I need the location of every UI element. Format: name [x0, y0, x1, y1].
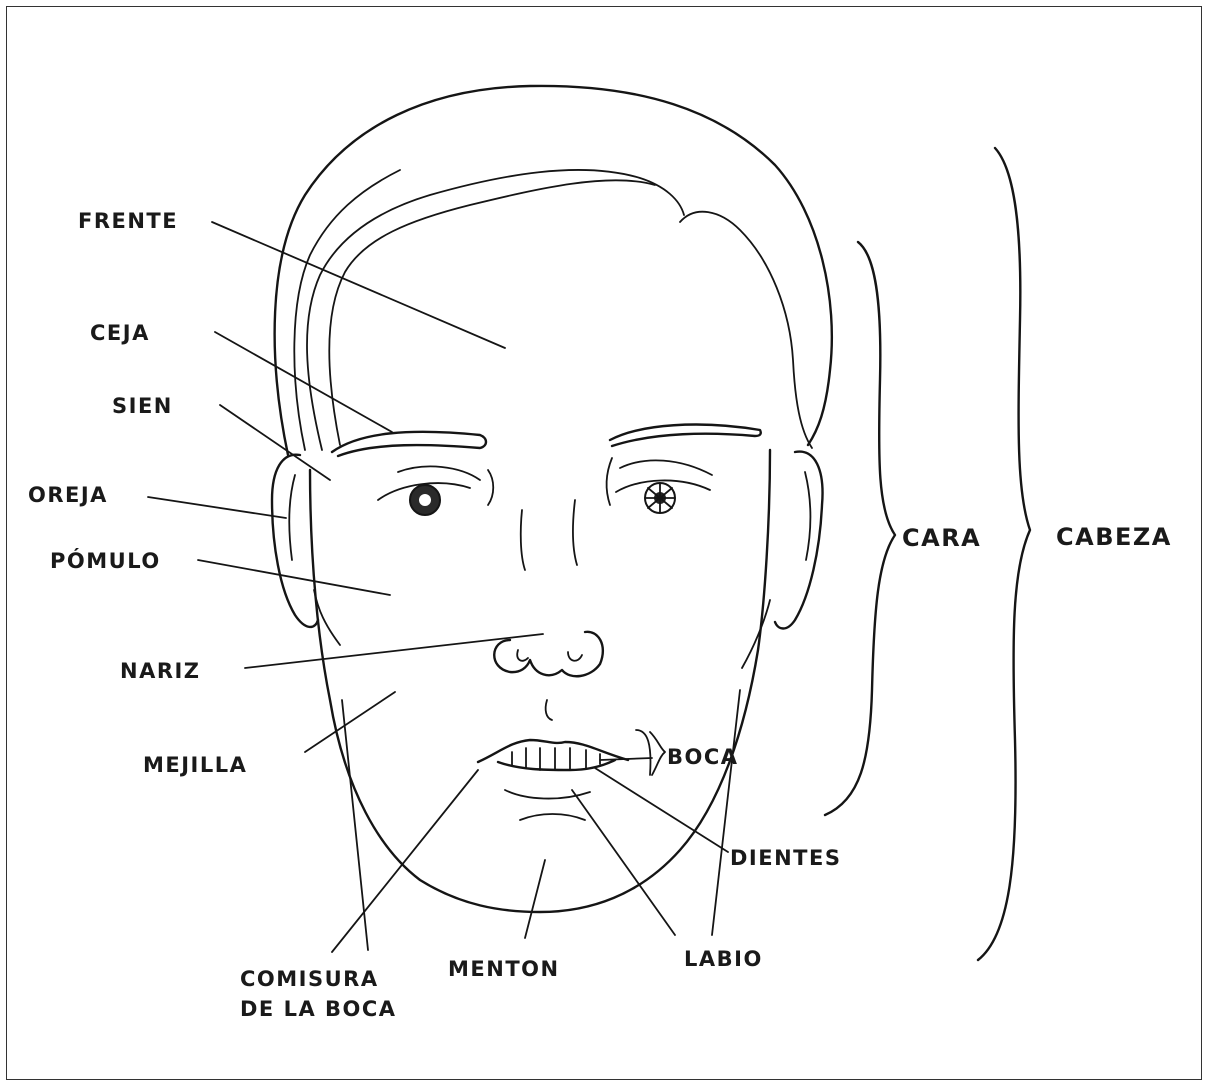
cara-brace [825, 242, 895, 815]
nose [494, 500, 603, 676]
right-ear [775, 452, 823, 629]
oreja-leader [148, 497, 286, 518]
label-cabeza: CABEZA [1056, 523, 1172, 551]
boca-leader [600, 758, 652, 760]
head-outline [275, 86, 832, 455]
label-frente: FRENTE [78, 209, 178, 233]
label-sien: SIEN [112, 394, 173, 418]
label-comisura-line2: DE LA BOCA [240, 997, 397, 1021]
comisura-leader-2 [342, 700, 368, 950]
labio-leader-2 [712, 690, 740, 935]
right-eyebrow [610, 425, 761, 446]
left-eye [378, 466, 493, 515]
right-eye [606, 458, 712, 513]
boca-brace [650, 732, 665, 775]
face-outline [310, 450, 770, 912]
cabeza-brace [978, 148, 1030, 960]
label-ceja: CEJA [90, 321, 150, 345]
label-oreja: OREJA [28, 483, 108, 507]
left-eyebrow [332, 432, 486, 456]
label-mejilla: MEJILLA [143, 753, 247, 777]
frente-leader [212, 222, 505, 348]
pomulo-leader [198, 560, 390, 595]
labio-leader [572, 790, 675, 935]
ceja-leader [215, 332, 392, 432]
nariz-leader [245, 634, 543, 668]
label-pomulo: PÓMULO [50, 548, 161, 573]
label-comisura-line1: COMISURA [240, 967, 379, 991]
label-boca: BOCA [667, 745, 739, 769]
label-dientes: DIENTES [730, 846, 841, 870]
labels: FRENTE CEJA SIEN OREJA PÓMULO NARIZ MEJI… [28, 209, 1172, 1021]
leader-lines [148, 222, 740, 952]
comisura-leader [332, 770, 478, 952]
mejilla-leader [305, 692, 395, 752]
label-nariz: NARIZ [120, 659, 201, 683]
label-labio: LABIO [684, 947, 763, 971]
label-menton: MENTON [448, 957, 560, 981]
label-cara: CARA [902, 524, 981, 552]
menton-leader [525, 860, 545, 938]
sien-leader [220, 405, 330, 480]
mouth [478, 700, 650, 820]
